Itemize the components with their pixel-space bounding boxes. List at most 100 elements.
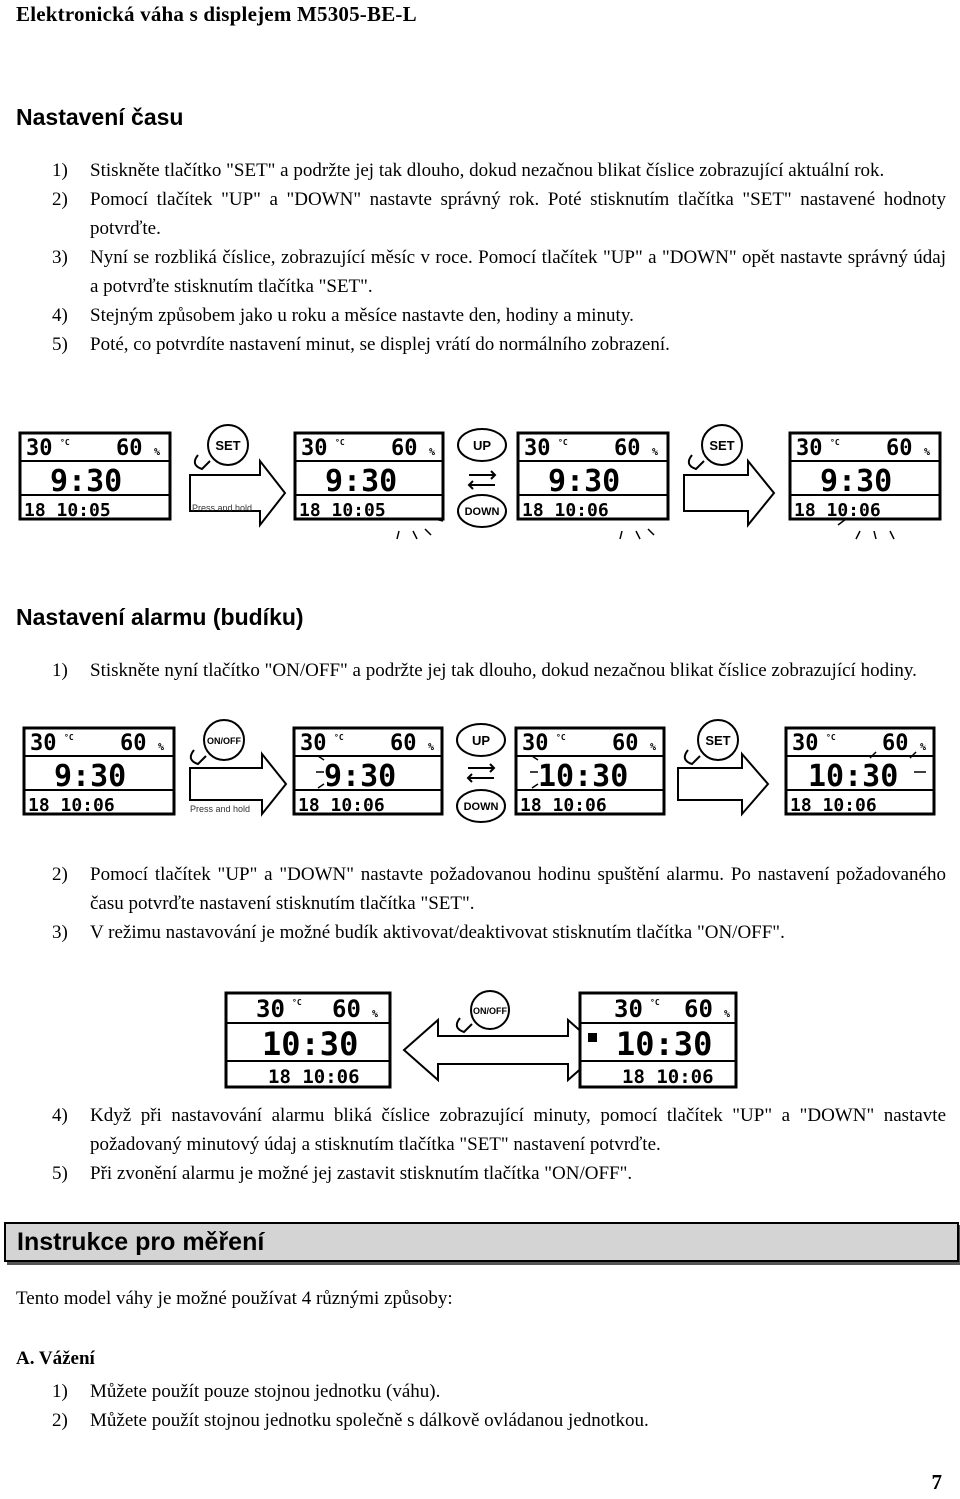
alarm-steps-list-b: 2)Pomocí tlačítek "UP" a "DOWN" nastavte… bbox=[16, 860, 946, 947]
lcd-time: 9:30 bbox=[50, 464, 122, 499]
svg-text:60: 60 bbox=[886, 436, 913, 461]
lcd-display: 30 °C 60 % 9:30 18 10:05 bbox=[18, 431, 172, 521]
svg-text:18 10:06: 18 10:06 bbox=[790, 795, 877, 816]
svg-text:ON/OFF: ON/OFF bbox=[473, 1006, 507, 1016]
lcd-display: 30 °C 60 % 9:30 18 10:06 bbox=[22, 726, 176, 816]
svg-text:9:30: 9:30 bbox=[820, 464, 892, 499]
section-title-measure: Instrukce pro měření bbox=[17, 1228, 265, 1256]
svg-text:°C: °C bbox=[64, 733, 74, 742]
svg-text:18 10:06: 18 10:06 bbox=[28, 795, 115, 816]
alarm-indicator-icon bbox=[588, 1033, 597, 1042]
lcd-display: 30 °C 60 % 9:30 18 10:06 bbox=[516, 431, 670, 540]
up-down-buttons: UP DOWN bbox=[456, 723, 506, 823]
blink-marks bbox=[396, 518, 444, 540]
svg-text:30: 30 bbox=[300, 731, 327, 756]
svg-text:%: % bbox=[428, 742, 434, 753]
measure-intro: Tento model váhy je možné používat 4 růz… bbox=[16, 1288, 453, 1309]
svg-text:30: 30 bbox=[796, 436, 823, 461]
subsection-title-weighing: A. Vážení bbox=[16, 1348, 95, 1369]
list-item: 4)Když při nastavování alarmu bliká čísl… bbox=[52, 1105, 946, 1155]
svg-text:30: 30 bbox=[522, 731, 549, 756]
lcd-display: 30 °C 60 % 10:30 18 10:06 bbox=[784, 726, 936, 816]
svg-text:°C: °C bbox=[558, 438, 568, 447]
alarm-steps-list-a: 1)Stiskněte nyní tlačítko "ON/OFF" a pod… bbox=[16, 656, 946, 685]
svg-text:°C: °C bbox=[556, 733, 566, 742]
up-button-label: UP bbox=[473, 438, 491, 453]
svg-text:18 10:05: 18 10:05 bbox=[299, 500, 386, 521]
section-title-time: Nastavení času bbox=[16, 104, 184, 130]
lcd-date: 18 10:05 bbox=[24, 500, 111, 521]
svg-text:18 10:06: 18 10:06 bbox=[298, 795, 385, 816]
svg-text:60: 60 bbox=[882, 731, 909, 756]
svg-text:°C: °C bbox=[830, 438, 840, 447]
up-down-buttons: UP DOWN bbox=[457, 428, 507, 528]
lcd-display: 30 °C 60 % 9:30 18 10:06 bbox=[788, 431, 942, 540]
svg-text:60: 60 bbox=[614, 436, 641, 461]
svg-text:60: 60 bbox=[391, 436, 418, 461]
set-press: SET bbox=[677, 719, 770, 817]
svg-text:30: 30 bbox=[256, 995, 285, 1023]
set-press: SET bbox=[683, 424, 776, 528]
svg-text:60: 60 bbox=[390, 731, 417, 756]
svg-text:%: % bbox=[650, 742, 656, 753]
svg-text:60: 60 bbox=[332, 995, 361, 1023]
lcd-display: 30 °C 60 % 9:30 18 10:06 bbox=[292, 726, 444, 816]
svg-text:10:30: 10:30 bbox=[808, 759, 898, 794]
svg-text:°C: °C bbox=[826, 733, 836, 742]
svg-text:%: % bbox=[429, 447, 435, 458]
set-press-hold: SET Press and hold bbox=[189, 424, 287, 528]
svg-text:10:30: 10:30 bbox=[262, 1025, 358, 1063]
figure-alarm-toggle: 30 °C 60 % 10:30 18 10:06 ON/OFF 30 °C 6… bbox=[224, 990, 738, 1089]
svg-text:18 10:06: 18 10:06 bbox=[622, 1066, 714, 1088]
onoff-toggle-arrow: ON/OFF bbox=[402, 990, 604, 1083]
onoff-press-hold: ON/OFF Press and hold bbox=[189, 719, 288, 817]
list-item: 5)Při zvonění alarmu je možné jej zastav… bbox=[52, 1163, 633, 1184]
section-title-measure-box: Instrukce pro měření bbox=[4, 1222, 959, 1262]
svg-text:9:30: 9:30 bbox=[548, 464, 620, 499]
svg-text:18 10:06: 18 10:06 bbox=[522, 500, 609, 521]
list-item: 2)Můžete použít stojnou jednotku společn… bbox=[52, 1410, 649, 1431]
list-item: 1)Stiskněte tlačítko "SET" a podržte jej… bbox=[52, 160, 885, 181]
svg-text:30: 30 bbox=[614, 995, 643, 1023]
svg-text:SET: SET bbox=[709, 438, 734, 453]
document-header-title: Elektronická váha s displejem M5305-BE-L bbox=[16, 2, 417, 26]
list-item: 2)Pomocí tlačítek "UP" a "DOWN" nastavte… bbox=[52, 189, 946, 239]
svg-text:30: 30 bbox=[30, 731, 57, 756]
svg-text:30: 30 bbox=[301, 436, 328, 461]
lcd-display: 30 °C 60 % 10:30 18 10:06 bbox=[224, 991, 392, 1089]
alarm-steps-list-c: 4)Když při nastavování alarmu bliká čísl… bbox=[16, 1101, 946, 1188]
svg-text:18 10:06: 18 10:06 bbox=[794, 500, 881, 521]
svg-text:SET: SET bbox=[705, 733, 730, 748]
svg-text:%: % bbox=[920, 742, 926, 753]
svg-text:%: % bbox=[158, 742, 164, 753]
svg-text:UP: UP bbox=[472, 733, 490, 748]
svg-text:10:30: 10:30 bbox=[616, 1025, 712, 1063]
list-item: 1)Můžete použít pouze stojnou jednotku (… bbox=[52, 1381, 441, 1402]
svg-text:%: % bbox=[924, 447, 930, 458]
svg-text:60: 60 bbox=[684, 995, 713, 1023]
press-hold-label: Press and hold bbox=[192, 503, 252, 513]
down-button-label: DOWN bbox=[465, 506, 500, 518]
lcd-temp: 30 bbox=[26, 436, 53, 461]
svg-text:DOWN: DOWN bbox=[464, 801, 499, 813]
svg-text:18 10:06: 18 10:06 bbox=[520, 795, 607, 816]
svg-text:60: 60 bbox=[612, 731, 639, 756]
list-item: 5)Poté, co potvrdíte nastavení minut, se… bbox=[52, 334, 670, 355]
weighing-list: 1)Můžete použít pouze stojnou jednotku (… bbox=[16, 1377, 946, 1435]
svg-text:°C: °C bbox=[650, 998, 660, 1007]
svg-text:9:30: 9:30 bbox=[325, 464, 397, 499]
svg-text:9:30: 9:30 bbox=[324, 759, 396, 794]
lcd-display: 30 °C 60 % 10:30 18 10:06 bbox=[578, 991, 738, 1089]
figure-time-setting: 30 °C 60 % 9:30 18 10:05 SET Press and h… bbox=[18, 424, 942, 540]
list-item: 2)Pomocí tlačítek "UP" a "DOWN" nastavte… bbox=[52, 864, 946, 914]
onoff-button-label: ON/OFF bbox=[207, 736, 241, 746]
svg-text:°C: °C bbox=[335, 438, 345, 447]
svg-text:30: 30 bbox=[524, 436, 551, 461]
svg-text:9:30: 9:30 bbox=[54, 759, 126, 794]
svg-text:°C: °C bbox=[334, 733, 344, 742]
svg-text:%: % bbox=[652, 447, 658, 458]
list-item: 1)Stiskněte nyní tlačítko "ON/OFF" a pod… bbox=[52, 660, 917, 681]
lcd-display: 30 °C 60 % 10:30 18 10:06 bbox=[514, 726, 666, 816]
lcd-humidity: 60 bbox=[116, 436, 143, 461]
svg-text:10:30: 10:30 bbox=[538, 759, 628, 794]
